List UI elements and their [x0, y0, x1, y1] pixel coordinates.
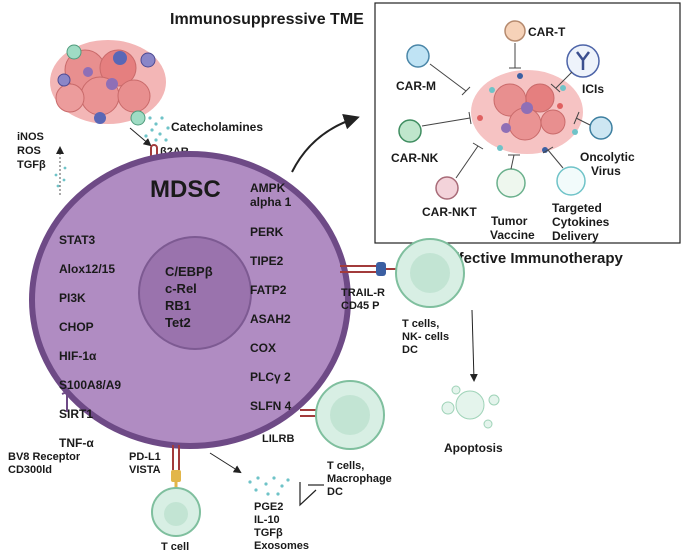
mdsc-to-immunotherapy-arrow — [291, 114, 360, 173]
marker-alpha1: alpha 1 — [250, 195, 292, 209]
t-cell-bottom-nucleus — [164, 502, 188, 526]
target-cells-2-line1: T cells, — [327, 460, 364, 472]
therapy-cytokines-line2: Cytokines — [552, 215, 610, 229]
secreted-inos: iNOS — [17, 131, 44, 143]
inhibition-lines — [421, 43, 591, 179]
car-m-cell-icon — [406, 44, 430, 68]
lilrb-label: LILRB — [262, 433, 294, 445]
cd300ld-label: CD300ld — [8, 464, 52, 476]
apoptosis-cell-icon — [441, 385, 500, 429]
factor-tgfb: TGFβ — [254, 527, 283, 539]
marker-hif1a: HIF-1α — [59, 349, 97, 363]
therapy-cytokines-line3: Delivery — [552, 229, 599, 243]
t-cell-label: T cell — [161, 541, 189, 553]
marker-stat3: STAT3 — [59, 233, 96, 247]
therapy-car-nkt: CAR-NKT — [422, 205, 477, 219]
cytokines-delivery-icon — [556, 166, 586, 196]
catecholamines-label: Catecholamines — [171, 120, 263, 134]
target-tumor-illustration — [471, 70, 583, 154]
trail-r-receptor-icon — [340, 262, 396, 276]
catecholamine-dots — [144, 116, 170, 142]
therapy-oncolytic-line1: Oncolytic — [580, 150, 635, 164]
tumor-vaccine-icon — [496, 168, 526, 198]
therapy-car-m: CAR-M — [396, 79, 436, 93]
bv8-label: BV8 Receptor — [8, 451, 81, 463]
marker-sirt1: SIRT1 — [59, 407, 93, 421]
to-apoptosis-arrow — [469, 309, 478, 382]
trail-r-label: TRAIL-R — [341, 287, 385, 299]
secreted-ros: ROS — [17, 145, 41, 157]
tumor-cluster-illustration — [50, 40, 166, 126]
figure-title: Immunosuppressive TME — [170, 11, 364, 28]
marker-ampk: AMPK — [250, 181, 286, 195]
factor-pge2: PGE2 — [254, 501, 283, 513]
marker-asah2: ASAH2 — [250, 312, 291, 326]
marker-fatp2: FATP2 — [250, 283, 287, 297]
marker-perk: PERK — [250, 225, 284, 239]
oncolytic-virus-icon — [589, 116, 613, 140]
nucleus-tet2: Tet2 — [165, 315, 191, 330]
factor-il10: IL-10 — [254, 514, 280, 526]
bv8-receptor-icon — [61, 390, 73, 412]
therapy-cytokines-line1: Targeted — [552, 201, 602, 215]
marker-slfn4: SLFN 4 — [250, 399, 292, 413]
therapy-car-t: CAR-T — [528, 25, 566, 39]
target-cells-1-line3: DC — [402, 344, 418, 356]
marker-pi3k: PI3K — [59, 291, 86, 305]
target-cells-2-line2: Macrophage — [327, 473, 392, 485]
factors-inhibition-line — [299, 482, 317, 507]
car-nkt-cell-icon — [435, 176, 459, 200]
factor-exosomes: Exosomes — [254, 540, 309, 552]
target-cells-1-line2: NK- cells — [402, 331, 449, 343]
marker-plcg2: PLCγ 2 — [250, 370, 291, 384]
immunotherapy-title: Ineffective Immunotherapy — [432, 250, 624, 267]
therapy-oncolytic-line2: Virus — [591, 164, 621, 178]
mdsc-title: MDSC — [150, 176, 221, 203]
t-nk-dc-nucleus — [410, 253, 450, 293]
marker-s100: S100A8/A9 — [59, 378, 121, 392]
car-nk-cell-icon — [398, 119, 422, 143]
nucleus-crel: c-Rel — [165, 281, 197, 296]
marker-tnfa: TNF-α — [59, 436, 94, 450]
marker-cox: COX — [250, 341, 276, 355]
cd45p-label: CD45 P — [341, 300, 380, 312]
therapy-car-nk: CAR-NK — [391, 151, 439, 165]
pdl1-label: PD-L1 — [129, 451, 161, 463]
to-factors-arrow — [209, 452, 242, 474]
target-cells-1-line1: T cells, — [402, 318, 439, 330]
t-macrophage-dc-nucleus — [330, 395, 370, 435]
car-t-cell-icon — [504, 20, 526, 42]
therapy-vaccine-line2: Vaccine — [490, 228, 535, 242]
antibody-shape-icon — [576, 51, 590, 70]
therapy-vaccine-line1: Tumor — [491, 214, 528, 228]
target-cells-2-line3: DC — [327, 486, 343, 498]
marker-tipe2: TIPE2 — [250, 254, 284, 268]
tumor-to-receptor-arrow — [129, 127, 152, 147]
vista-label: VISTA — [129, 464, 161, 476]
apoptosis-label: Apoptosis — [444, 441, 503, 455]
nucleus-rb1: RB1 — [165, 298, 191, 313]
therapy-icis: ICIs — [582, 82, 604, 96]
marker-alox: Alox12/15 — [59, 262, 115, 276]
factor-dots — [248, 476, 290, 496]
nucleus-cebpb: C/EBPβ — [165, 264, 213, 279]
mdsc-cell — [29, 151, 351, 449]
secretion-dots — [54, 166, 67, 188]
marker-chop: CHOP — [59, 320, 94, 334]
secreted-tgfb: TGFβ — [17, 159, 46, 171]
